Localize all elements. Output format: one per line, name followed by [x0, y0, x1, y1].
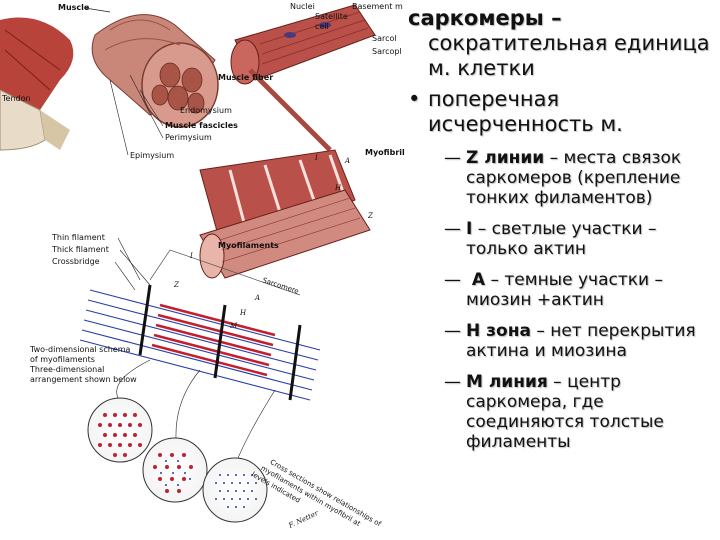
sub-item-term: H зона [466, 321, 531, 341]
label-basement-membrane: Basement m [352, 2, 403, 11]
label-myofibril: Myofibril [365, 148, 405, 157]
sub-item-desc: – центр саркомера, где соединяются толст… [466, 372, 664, 452]
label-band-h-1: H [334, 184, 342, 192]
label-satellite-cell: cell [315, 22, 329, 31]
sub-item-i-band: — I – светлые участки – только актин [408, 219, 716, 259]
dash-marker: — [444, 148, 461, 168]
sub-item-a-band: — А – темные участки – миозин +актин [408, 270, 716, 310]
label-sarcoplasm: Sarcopl [372, 47, 402, 56]
label-muscle: Muscle [58, 3, 90, 12]
label-sarcomere: Sarcomere [261, 276, 299, 295]
label-sarcolemma: Sarcol [372, 34, 397, 43]
heading-term: саркомеры – [408, 6, 562, 30]
label-schema-1: Two-dimensional schema [29, 345, 130, 354]
leg-muscle-drawing [0, 17, 74, 151]
muscle-bundle-drawing [91, 14, 219, 128]
muscle-structure-illustration: Muscle Tendon Nuclei Satellite cell Base… [0, 2, 405, 530]
sarcomere-schema [79, 249, 321, 401]
cross-section-2 [142, 437, 208, 503]
bullet-text: поперечная исчерченность м. [428, 87, 623, 136]
sub-item-term: M линия [466, 372, 548, 392]
label-tendon: Tendon [1, 94, 31, 103]
label-schema-4: arrangement shown below [30, 375, 137, 384]
sub-item-term: Z линии [466, 148, 545, 168]
dash-marker: — [444, 321, 461, 341]
label-band-h-2: H [239, 309, 247, 317]
label-endomysium: Endomysium [180, 106, 232, 115]
netter-signature: F. Netter [287, 509, 321, 530]
sub-item-z-line: — Z линии – места связок саркомеров (кре… [408, 148, 716, 208]
label-epimysium: Epimysium [130, 151, 174, 160]
label-thin-filament: Thin filament [51, 233, 105, 242]
label-schema-2: of myofilaments [30, 355, 95, 364]
sub-item-desc: – светлые участки – только актин [466, 219, 657, 259]
label-muscle-fiber: Muscle fiber [218, 73, 273, 82]
label-nuclei: Nuclei [290, 2, 315, 11]
muscle-fiber-drawing [230, 4, 376, 152]
label-satellite: Satellite [315, 12, 348, 21]
heading-definition: сократительная единица м. клетки [428, 31, 710, 80]
label-thick-filament: Thick filament [51, 245, 109, 254]
cross-section-3 [202, 457, 268, 523]
sub-item-term: I [466, 219, 473, 239]
dash-marker: — [444, 270, 461, 290]
myofilaments-drawing [199, 189, 371, 279]
slide-text: саркомеры – сократительная единица м. кл… [408, 6, 716, 452]
label-band-m-2: M [229, 322, 238, 330]
label-band-a-1: A [344, 157, 350, 165]
dash-marker: — [444, 372, 461, 392]
label-band-z-2: Z [173, 281, 179, 289]
sub-item-desc: – нет перекрытия актина и миозина [466, 321, 696, 361]
sub-item-h-zone: — H зона – нет перекрытия актина и миози… [408, 321, 716, 361]
cross-section-1 [87, 397, 153, 463]
label-band-z-1: Z [367, 212, 373, 220]
cross-section-caption: Cross sections show relationships of myo… [250, 458, 383, 528]
label-band-a-2: A [254, 294, 260, 302]
sub-item-desc: – места связок саркомеров (крепление тон… [466, 148, 682, 208]
bullet-item: • поперечная исчерченность м. [408, 87, 716, 137]
label-band-i-2: I [189, 252, 193, 260]
sub-item-m-line: — M линия – центр саркомера, где соединя… [408, 372, 716, 452]
label-perimysium: Perimysium [165, 133, 212, 142]
sub-item-desc: – темные участки – миозин +актин [466, 270, 663, 310]
dash-marker: — [444, 219, 461, 239]
label-schema-3: Three-dimensional [29, 365, 104, 374]
label-muscle-fascicles: Muscle fascicles [165, 121, 238, 130]
label-myofilaments: Myofilaments [218, 241, 279, 250]
bullet-symbol: • [408, 87, 421, 111]
sub-item-term: А [466, 270, 486, 290]
slide-heading: саркомеры – сократительная единица м. кл… [408, 6, 716, 81]
label-crossbridge: Crossbridge [52, 257, 100, 266]
label-band-i-1: I [314, 154, 318, 162]
